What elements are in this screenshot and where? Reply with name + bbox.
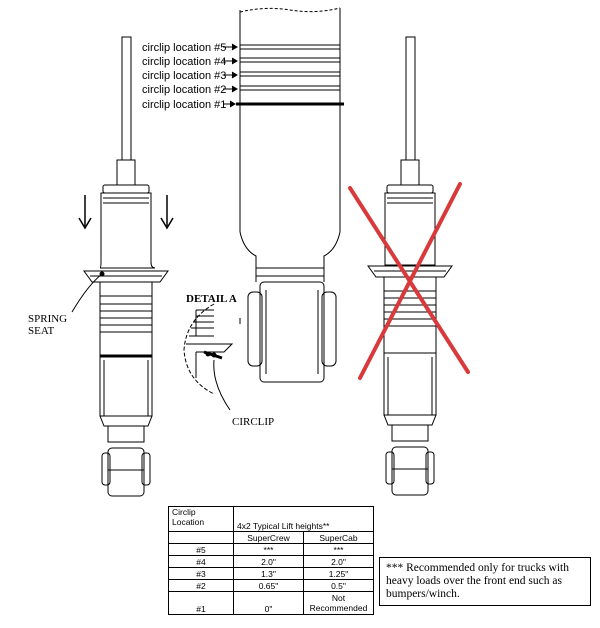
down-arrows [78,195,174,230]
label-detail-a: DETAIL A [186,293,237,305]
left-shock [83,36,169,497]
table-row: #3 1.3" 1.25" [168,567,374,580]
recommended-text: Recommended [309,603,368,613]
circlip-leader [213,359,231,411]
table-title: 4x2 Typical Lift heights** [233,506,374,532]
circlip-arrows [223,43,238,108]
label-circlip-5: circlip location #5 [142,42,226,54]
table-row: #2 0.65" 0.5" [168,579,374,592]
table-row: #1 0" Not Recommended [168,591,374,615]
spring-seat-leader [71,273,103,313]
header-line2: Location [172,517,205,527]
table-row: #5 *** *** [168,543,374,556]
row-loc: #4 [168,555,234,568]
center-shock [236,7,344,383]
row-loc: #3 [168,567,234,580]
table-row: #4 2.0" 2.0" [168,555,374,568]
row-crew: 0" [233,591,304,615]
col-supercab: SuperCab [303,531,374,544]
label-circlip-2: circlip location #2 [142,84,226,96]
row-loc: #1 [168,591,234,615]
right-shock [367,36,453,496]
row-cab: 0.5" [303,579,374,592]
header-location: Circlip Location [168,506,234,532]
header-line1: Circlip [172,507,196,517]
label-seat: SEAT [28,325,55,337]
blank-cell [168,531,234,544]
row-crew: 2.0" [233,555,304,568]
recommendation-note: *** Recommended only for trucks with hea… [379,557,591,606]
col-supercrew: SuperCrew [233,531,304,544]
row-crew: *** [233,543,304,556]
label-circlip: CIRCLIP [232,416,274,428]
row-loc: #2 [168,579,234,592]
label-circlip-4: circlip location #4 [142,56,226,68]
label-spring: SPRING [28,313,67,325]
label-circlip-1: circlip location #1 [142,99,226,111]
detail-a [183,303,241,395]
not-text: Not [331,593,346,603]
not-recommended-cross [348,182,470,380]
row-cab: 1.25" [303,567,374,580]
row-cab: 2.0" [303,555,374,568]
row-crew: 1.3" [233,567,304,580]
row-crew: 0.65" [233,579,304,592]
lift-heights-table: Circlip Location 4x2 Typical Lift height… [168,506,374,615]
row-cab: Not Recommended [303,591,374,615]
row-loc: #5 [168,543,234,556]
row-cab: *** [303,543,374,556]
label-circlip-3: circlip location #3 [142,70,226,82]
